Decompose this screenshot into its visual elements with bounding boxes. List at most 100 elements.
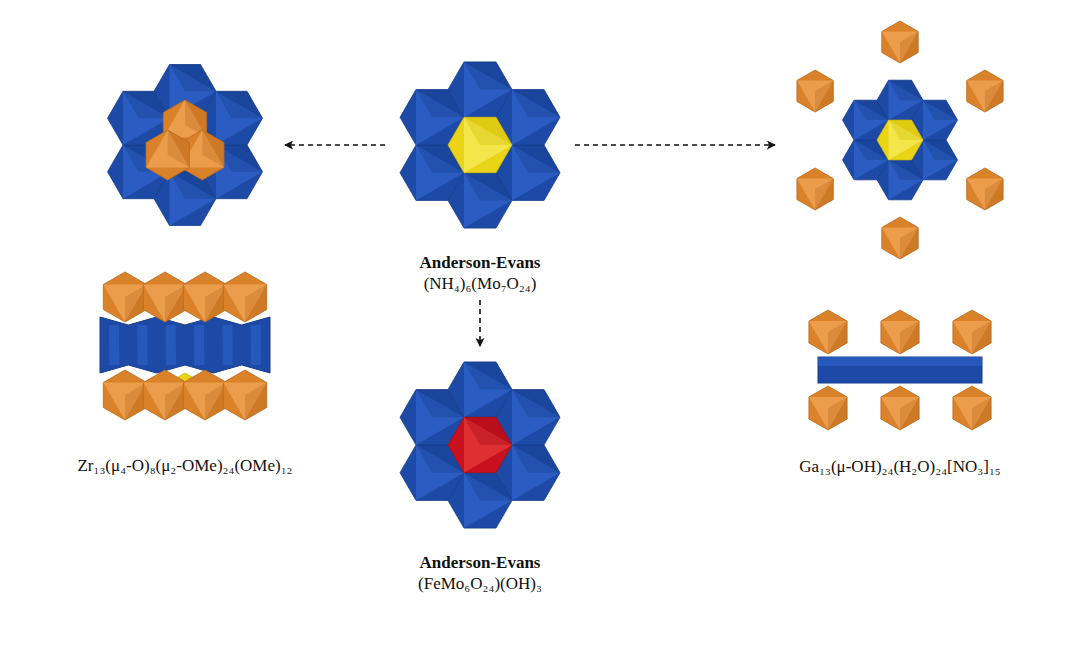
band-facet [251, 325, 261, 365]
octahedron-shade [464, 62, 512, 90]
octahedron-facet [889, 160, 924, 200]
cluster-label: Anderson-Evans(FeMo₆O₂₄)(OH)₃ [418, 552, 542, 594]
octahedron-facet [183, 383, 226, 421]
chemical-formula: (FeMo₆O₂₄)(OH)₃ [418, 573, 542, 594]
octahedron [953, 310, 991, 354]
band-facet [818, 357, 982, 366]
structure-type: Anderson-Evans [418, 552, 542, 573]
octahedron [967, 168, 1003, 210]
octahedron-facet [103, 285, 146, 323]
octahedron-shade [464, 417, 512, 445]
octahedron-outline [881, 310, 919, 354]
octahedron [146, 130, 189, 180]
octahedron-shade [464, 173, 512, 201]
octahedron-outline [797, 70, 833, 112]
octahedron [882, 217, 918, 259]
octahedron-facet [464, 117, 512, 172]
octahedron-outline [967, 168, 1003, 210]
octahedron-shade [815, 179, 833, 211]
octahedron-shade [168, 130, 190, 168]
octahedron-facet [512, 390, 560, 445]
octahedron-shade [985, 81, 1003, 113]
cluster-figure: Anderson-Evans(NH₄)₆(Mo₇O₂₄) [395, 52, 565, 238]
octahedron-facet [889, 120, 924, 160]
octahedron-shade [900, 228, 918, 260]
octahedron-shade [464, 473, 512, 501]
octahedron [797, 70, 833, 112]
band-facet [194, 325, 204, 365]
octahedron-facet [146, 130, 189, 168]
octahedron-shade [512, 445, 560, 473]
octahedron-facet [881, 397, 919, 430]
octahedron-shade [972, 397, 991, 430]
octahedron-outline [882, 21, 918, 63]
octahedron-shade [828, 397, 847, 430]
octahedron-facet [464, 473, 512, 528]
octahedron-facet [512, 90, 560, 145]
octahedron-facet [183, 285, 226, 323]
chemical-formula: (NH₄)₆(Mo₇O₂₄) [420, 273, 541, 294]
octahedron-shade [512, 390, 560, 418]
band-facet [109, 325, 119, 365]
dashed-arrow [575, 144, 775, 146]
octahedron-facet [953, 397, 991, 430]
octahedron-shade [170, 65, 217, 92]
octahedron-facet [923, 140, 958, 180]
octahedron-facet [223, 383, 266, 421]
cluster-label: Zr₁₃(μ₄-O)₈(μ₂-OMe)₂₄(OMe)₁₂ [77, 455, 292, 476]
octahedron-shade [202, 130, 224, 168]
octahedron-shade [923, 140, 958, 160]
octahedron-facet [953, 321, 991, 354]
octahedron [183, 272, 226, 322]
octahedron-shade [889, 160, 924, 180]
octahedron-outline [809, 310, 847, 354]
octahedron-outline [146, 130, 189, 180]
band-facet [222, 325, 232, 365]
octahedron-outline [223, 272, 266, 322]
octahedron-shade [889, 80, 924, 100]
octahedron [448, 117, 512, 172]
octahedron [881, 310, 919, 354]
octahedron-facet [809, 397, 847, 430]
octahedron-facet [809, 321, 847, 354]
chemical-formula: Ga₁₃(μ-OH)₂₄(H₂O)₂₄[NO₃]₁₅ [799, 456, 1001, 477]
octahedron-shade [923, 100, 958, 120]
octahedron-outline [967, 70, 1003, 112]
cluster-figure: Zr₁₃(μ₄-O)₈(μ₂-OMe)₂₄(OMe)₁₂ [95, 55, 275, 425]
octahedron-outline [143, 370, 186, 420]
octahedron-facet [464, 417, 512, 472]
octahedron [143, 370, 186, 420]
octahedron [223, 272, 266, 322]
octahedron-facet [103, 383, 146, 421]
octahedron [223, 370, 266, 420]
octahedron [967, 70, 1003, 112]
octahedron-outline [953, 310, 991, 354]
octahedron-shade [216, 91, 263, 118]
octahedron-facet [143, 285, 186, 323]
octahedron-facet [216, 91, 263, 145]
octahedron [877, 120, 923, 160]
octahedron-outline [448, 117, 512, 172]
octahedron [881, 386, 919, 430]
octahedron [809, 386, 847, 430]
octahedron-facet [923, 100, 958, 140]
octahedron-outline [809, 386, 847, 430]
octahedron-outline [448, 417, 512, 472]
blue-band [818, 357, 982, 383]
octahedron-facet [170, 172, 217, 226]
band-facet [137, 325, 147, 365]
octahedron-facet [464, 173, 512, 228]
octahedron-shade [245, 285, 267, 323]
octahedron-shade [900, 321, 919, 354]
octahedron-shade [815, 81, 833, 113]
octahedron [103, 272, 146, 322]
octahedron-outline [882, 217, 918, 259]
octahedron-shade [464, 362, 512, 390]
octahedron-shade [512, 90, 560, 118]
octahedron-outline [797, 168, 833, 210]
octahedron-facet [882, 32, 918, 64]
octahedron-outline [143, 272, 186, 322]
dashed-arrow [285, 144, 385, 146]
octahedron-shade [972, 321, 991, 354]
octahedron-facet [882, 228, 918, 260]
